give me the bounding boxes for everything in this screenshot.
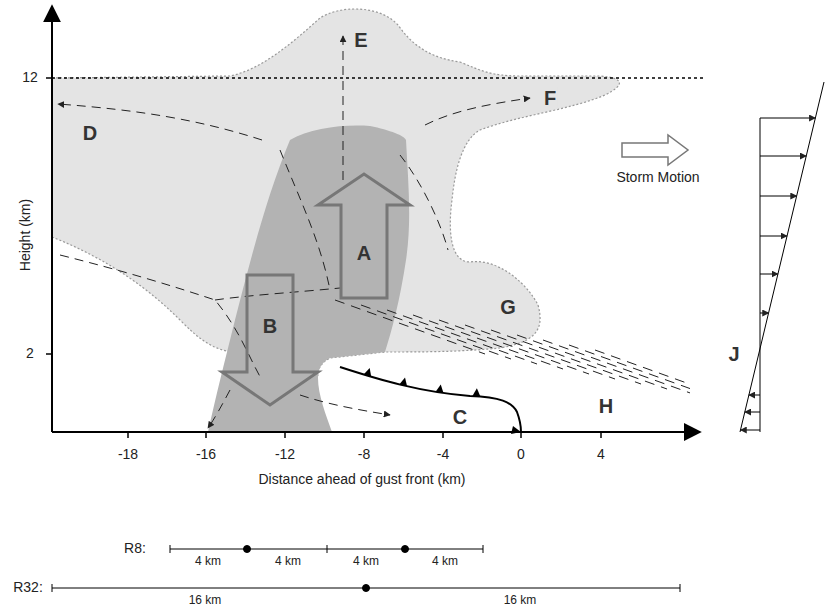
axis-tick-label: -12 [275,447,295,462]
precip-streak [569,345,690,389]
region-letter: A [357,242,371,264]
precip-streak [517,335,667,389]
axis-tick-label: 12 [22,70,38,85]
wind-arrow [745,412,760,413]
axis-tick-label: 0 [517,447,525,462]
front-barb [364,368,372,377]
scale-length: 4 km [432,555,458,568]
scale-length: 16 km [189,594,222,607]
precip-streak [439,320,589,374]
axis-tick-label: -4 [437,447,449,462]
downdraft-arrow [222,275,318,405]
flow-line [425,98,530,125]
wind-arrow [760,274,778,275]
precip-streak [387,310,537,364]
precip-streak [595,350,690,384]
axis-ticks [46,78,601,438]
axis-tick-label: -8 [358,447,370,462]
wind-arrow [760,236,787,237]
axis-title: Distance ahead of gust front (km) [259,472,466,487]
precip-streak [335,300,485,354]
region-letter: H [597,395,615,417]
precip-streak [465,325,615,379]
wind-arrow [740,430,760,431]
gust-front [340,367,521,432]
wind-arrow [760,156,806,157]
region-letter: D [83,122,97,144]
wind-arrow [749,395,760,396]
scale-length: 16 km [504,594,537,607]
updraft-core [208,126,409,432]
flow-line [208,390,230,428]
scale-length: 4 km [275,555,301,568]
region-letter: J [728,343,739,365]
region-letter: E [354,29,367,51]
wind-profile [740,82,824,432]
scale-name: R8: [124,541,146,556]
axis-tick-label: 2 [26,346,34,361]
flow-line [215,288,340,300]
scale-name: R32: [11,580,45,595]
scale-length: 4 km [353,555,379,568]
x-axis [52,431,700,433]
scale-bars [52,545,680,592]
storm-motion-label: Storm Motion [616,170,699,185]
axis-title: Height (km) [18,199,33,271]
front-barb [472,388,480,396]
front-barb [436,385,444,394]
y-axis [51,6,53,432]
region-letter: C [451,406,469,428]
precip-streak [491,330,641,384]
precip-streak [413,315,563,369]
storm-motion-arrow [622,135,688,165]
precip-streak [543,340,690,393]
precip-streak [361,305,511,359]
tropopause-line [52,77,705,79]
front-barb [399,378,407,387]
flow-line [300,395,390,415]
wind-arrow [760,313,769,314]
region-letter: B [263,315,277,337]
axis-tick-label: -18 [118,447,138,462]
updraft-arrow [318,174,410,298]
axis-tick-label: -16 [196,447,216,462]
scale-length: 4 km [195,555,221,568]
region-letter: F [542,87,558,109]
axis-tick-label: 4 [597,447,605,462]
flow-line [343,36,344,180]
wind-arrow [760,196,797,197]
wind-arrow [760,118,815,119]
region-letter: G [498,296,518,318]
flow-line [60,255,262,380]
flow-line [280,150,330,290]
